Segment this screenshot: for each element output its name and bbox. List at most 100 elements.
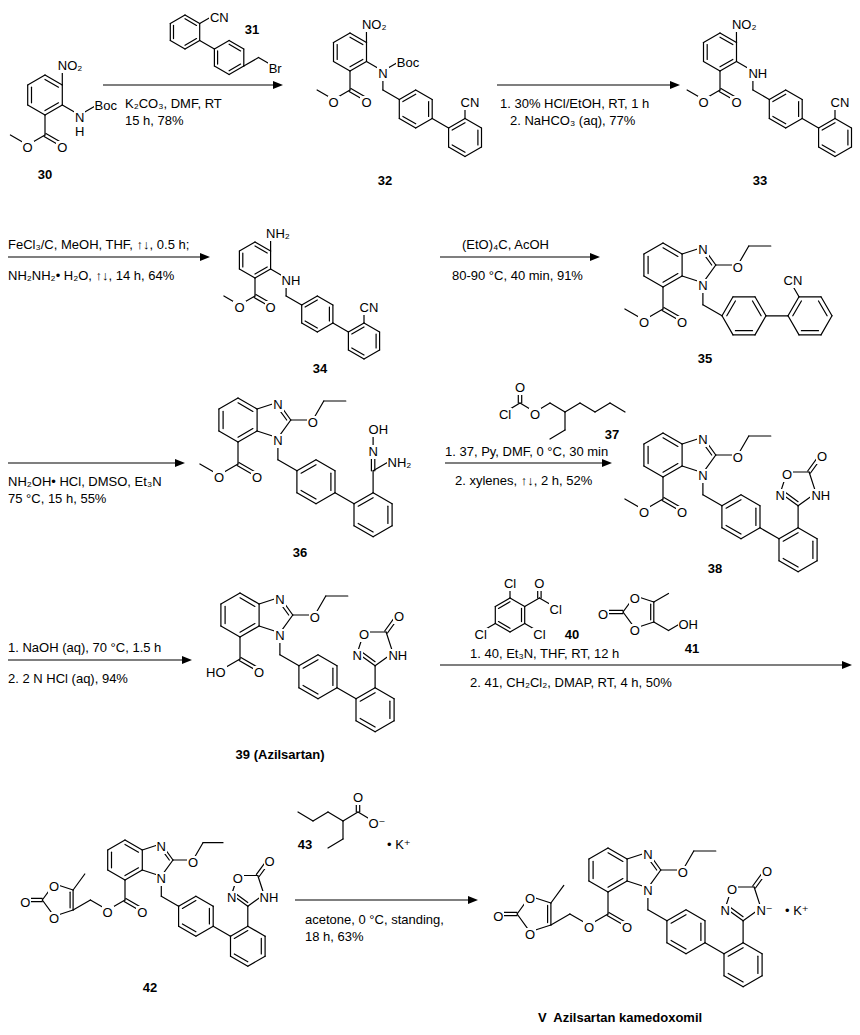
atom-label: N bbox=[642, 848, 653, 862]
label-anchor: 2. xylenes, ↑↓, 2 h, 52% bbox=[455, 471, 592, 489]
bond bbox=[44, 115, 45, 135]
bond bbox=[722, 297, 733, 316]
bond bbox=[720, 59, 733, 66]
label-anchor: N bbox=[272, 431, 283, 449]
atom-label: O bbox=[48, 880, 60, 894]
bond bbox=[403, 116, 416, 123]
bond bbox=[223, 411, 224, 428]
reaction-arrow bbox=[440, 253, 600, 261]
bond bbox=[328, 839, 343, 848]
bond bbox=[592, 861, 593, 878]
bond bbox=[449, 119, 465, 129]
label-anchor: NO₂ bbox=[361, 15, 388, 33]
bond bbox=[802, 100, 803, 119]
bond bbox=[305, 300, 317, 307]
bond bbox=[432, 100, 433, 119]
atom-label: O bbox=[726, 883, 738, 897]
bond bbox=[608, 881, 627, 892]
bond bbox=[801, 330, 818, 331]
bond bbox=[185, 39, 197, 46]
bond bbox=[301, 305, 302, 323]
bond bbox=[797, 506, 798, 528]
bond bbox=[663, 248, 678, 257]
bond bbox=[608, 879, 623, 888]
bond bbox=[521, 608, 522, 621]
bond bbox=[27, 85, 28, 105]
bond bbox=[203, 842, 223, 843]
bond bbox=[799, 334, 821, 335]
bond bbox=[358, 498, 373, 507]
bond bbox=[326, 595, 348, 596]
bond bbox=[818, 128, 819, 147]
atom-label: Cl bbox=[474, 628, 488, 642]
atom-label: NO₂ bbox=[731, 18, 758, 32]
atom-label: O bbox=[136, 906, 148, 920]
bond bbox=[219, 398, 238, 409]
label-anchor: O bbox=[524, 925, 536, 943]
bond bbox=[510, 624, 525, 633]
bond bbox=[366, 43, 367, 62]
label-anchor: 80-90 °C, 40 min, 91% bbox=[452, 266, 583, 284]
bond bbox=[663, 464, 678, 473]
bond bbox=[324, 400, 346, 401]
bond bbox=[644, 466, 663, 477]
label-anchor: acetone, 0 °C, standing, bbox=[305, 910, 444, 928]
bond bbox=[185, 19, 197, 26]
label-anchor: O bbox=[629, 589, 641, 607]
bond bbox=[301, 490, 316, 499]
bond bbox=[653, 602, 654, 622]
reagent-text: FeCl₃/C, MeOH, THF, ↑↓, 0.5 h; bbox=[8, 238, 189, 252]
bond bbox=[125, 844, 139, 852]
bond bbox=[821, 316, 832, 335]
bond bbox=[375, 666, 376, 688]
bond bbox=[352, 327, 364, 334]
label-anchor: 40 bbox=[565, 625, 579, 643]
label-anchor: N bbox=[156, 837, 167, 855]
label-anchor: NO₂ bbox=[57, 56, 84, 74]
label-anchor: O bbox=[781, 465, 793, 483]
bond bbox=[329, 307, 330, 321]
bond bbox=[647, 446, 648, 463]
label-anchor: 2. 41, CH₂Cl₂, DMAP, RT, 4 h, 50% bbox=[470, 673, 672, 691]
label-anchor: Cl bbox=[549, 600, 563, 618]
bond bbox=[681, 444, 682, 466]
bond bbox=[802, 119, 818, 129]
atom-label: NH₂ bbox=[387, 456, 413, 470]
compound-number: 32 bbox=[378, 174, 392, 188]
bond bbox=[125, 868, 139, 876]
compound-number: 38 bbox=[708, 562, 722, 576]
atom-label: O bbox=[102, 906, 114, 920]
label-anchor: O bbox=[524, 889, 536, 907]
compound-number: 35 bbox=[698, 352, 712, 366]
bond bbox=[125, 840, 142, 850]
bond bbox=[477, 130, 478, 145]
compound-number: 37 bbox=[605, 428, 619, 442]
label-anchor: 39 (Azilsartan) bbox=[236, 745, 325, 763]
bond bbox=[778, 539, 779, 561]
atom-label: N bbox=[367, 445, 378, 459]
bond bbox=[726, 525, 741, 534]
bond bbox=[722, 316, 733, 335]
bond bbox=[220, 604, 221, 626]
atom-label: O bbox=[816, 450, 828, 464]
bond bbox=[816, 539, 817, 561]
bond bbox=[761, 954, 762, 976]
bond bbox=[239, 242, 255, 251]
reagent-text: 1. 40, Et₃N, THF, RT, 12 h bbox=[470, 647, 619, 661]
bond bbox=[742, 921, 743, 943]
bond bbox=[729, 907, 743, 917]
bond bbox=[465, 147, 482, 157]
bond bbox=[28, 75, 45, 85]
bond bbox=[626, 859, 627, 881]
bond bbox=[773, 94, 786, 101]
label-anchor: NH bbox=[747, 64, 768, 82]
bond bbox=[213, 926, 230, 936]
label-anchor: N bbox=[274, 590, 285, 608]
bond bbox=[221, 626, 240, 637]
bond bbox=[373, 471, 374, 493]
bond bbox=[663, 274, 678, 283]
label-anchor: O bbox=[48, 877, 60, 895]
atom-label: NO₂ bbox=[361, 18, 388, 32]
atom-label: NO₂ bbox=[57, 59, 84, 73]
bond bbox=[240, 598, 255, 607]
